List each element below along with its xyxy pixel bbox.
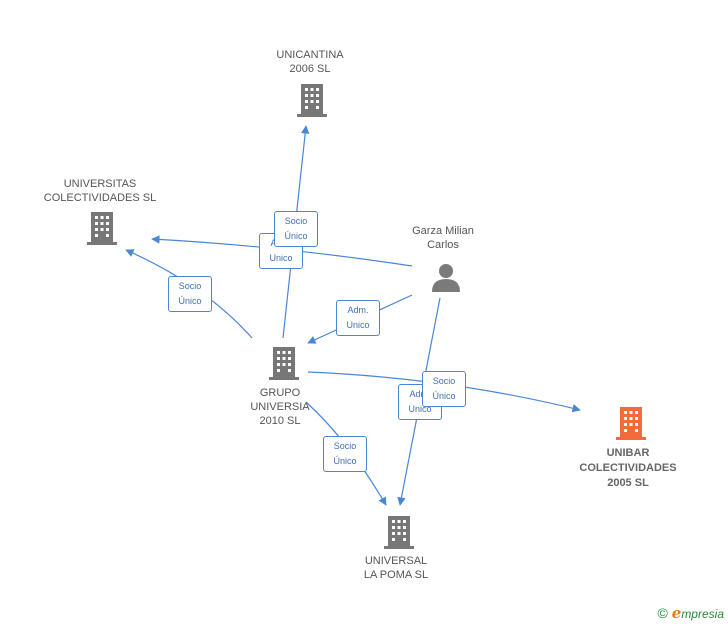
- building-icon-highlight[interactable]: [616, 407, 646, 440]
- node-label-unicantina[interactable]: UNICANTINA 2006 SL: [276, 49, 344, 75]
- node-label-universal[interactable]: UNIVERSAL LA POMA SL: [363, 555, 429, 581]
- edge-badge-adm[interactable]: Adm. Unico: [336, 300, 380, 336]
- person-icon[interactable]: [432, 264, 460, 292]
- node-label-grupo[interactable]: GRUPO UNIVERSIA 2010 SL: [250, 387, 310, 427]
- building-icon[interactable]: [269, 347, 299, 380]
- edge-badge-socio[interactable]: Socio Único: [422, 371, 466, 407]
- edge-badge-socio[interactable]: Socio Único: [274, 211, 318, 247]
- building-icon[interactable]: [297, 84, 327, 117]
- brand-footer: ©empresia: [657, 604, 724, 622]
- brand-logo-e: e: [671, 604, 682, 622]
- brand-name: mpresia: [681, 607, 724, 621]
- copyright-icon: ©: [657, 605, 668, 621]
- node-label-garza[interactable]: Garza Milian Carlos: [412, 225, 474, 251]
- building-icon[interactable]: [87, 212, 117, 245]
- edge-badge-socio[interactable]: Socio Único: [168, 276, 212, 312]
- building-icon[interactable]: [384, 516, 414, 549]
- node-label-unibar[interactable]: UNIBAR COLECTIVIDADES 2005 SL: [579, 447, 677, 489]
- edge-badge-socio[interactable]: Socio Único: [323, 436, 367, 472]
- node-label-universitas[interactable]: UNIVERSITAS COLECTIVIDADES SL: [43, 178, 157, 204]
